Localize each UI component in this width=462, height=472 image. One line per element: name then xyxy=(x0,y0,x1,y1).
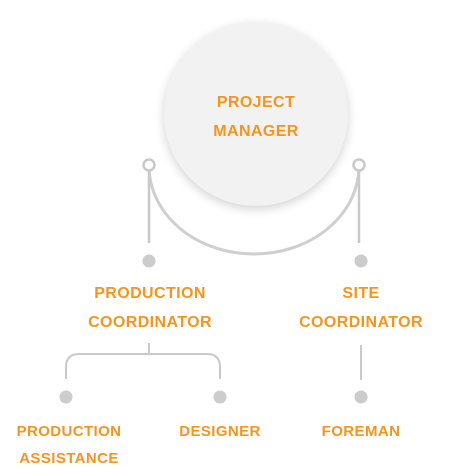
root-left-ring xyxy=(142,158,156,172)
root-arc xyxy=(147,165,361,256)
foreman-node xyxy=(354,390,368,404)
production-assistance-label: PRODUCTION ASSISTANCE xyxy=(4,418,134,472)
site-coordinator-node xyxy=(354,254,368,268)
project-manager-line-2: MANAGER xyxy=(213,123,299,140)
production-coordinator-line-2: COORDINATOR xyxy=(88,314,212,331)
site-coordinator-label: SITE COORDINATOR xyxy=(281,279,441,337)
project-manager-line-1: PROJECT xyxy=(216,94,296,111)
site-coordinator-line-2: COORDINATOR xyxy=(299,314,423,331)
bracket-line xyxy=(65,353,221,379)
production-coordinator-label: PRODUCTION COORDINATOR xyxy=(60,279,240,337)
project-manager-label: PROJECT MANAGER xyxy=(164,88,348,146)
production-assistance-line-2: ASSISTANCE xyxy=(19,450,119,467)
designer-node xyxy=(213,390,227,404)
designer-label: DESIGNER xyxy=(160,418,280,445)
foreman-line-1: FOREMAN xyxy=(321,423,401,440)
foreman-label: FOREMAN xyxy=(306,418,416,445)
production-coordinator-node xyxy=(142,254,156,268)
production-assistance-line-1: PRODUCTION xyxy=(16,423,122,440)
production-assistance-node xyxy=(59,390,73,404)
project-manager-circle xyxy=(164,22,348,206)
root-right-ring xyxy=(352,158,366,172)
production-coordinator-line-1: PRODUCTION xyxy=(94,285,206,302)
designer-line-1: DESIGNER xyxy=(179,423,261,440)
site-coordinator-line-1: SITE xyxy=(342,285,380,302)
